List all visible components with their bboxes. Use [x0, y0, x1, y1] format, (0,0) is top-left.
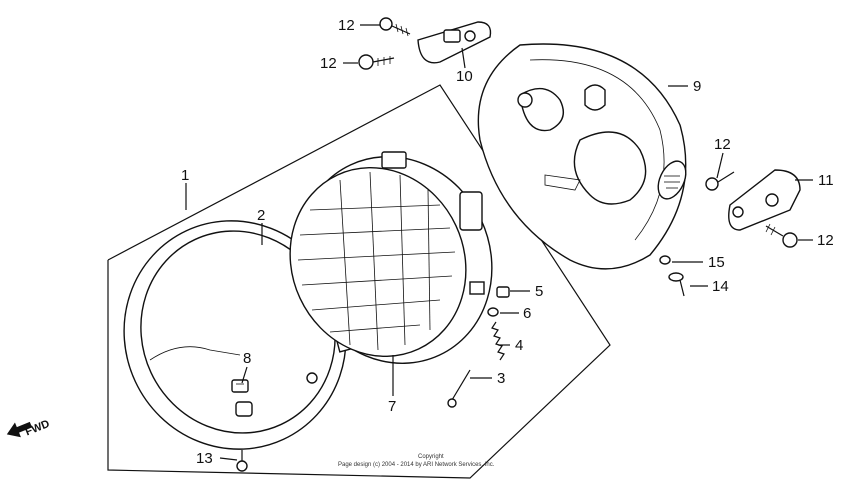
spring-4	[491, 321, 505, 361]
callout-3: 3	[497, 370, 505, 387]
callout-2: 2	[257, 207, 265, 224]
callout-6: 6	[523, 305, 531, 322]
callout-7: 7	[388, 398, 396, 415]
assembly-outline	[107, 84, 611, 479]
bracket-11	[728, 169, 801, 231]
headlight-case	[477, 43, 687, 270]
callout-14: 14	[712, 278, 729, 295]
callout-5: 5	[535, 283, 543, 300]
callout-12-d: 12	[817, 232, 834, 249]
bolt-12-d	[765, 223, 798, 248]
screw-3	[447, 369, 471, 408]
clip-part	[231, 379, 249, 393]
screw-13	[236, 450, 248, 472]
bracket-10	[417, 21, 492, 64]
callout-12-b: 12	[320, 55, 337, 72]
fwd-arrow	[6, 421, 33, 438]
callout-8: 8	[243, 350, 251, 367]
fwd-label: FWD	[24, 418, 52, 439]
bolt-12-a	[379, 17, 411, 37]
copyright-line-2: Page design (c) 2004 - 2014 by ARI Netwo…	[338, 462, 495, 468]
callout-12-a: 12	[338, 17, 355, 34]
callout-11: 11	[818, 172, 834, 189]
washer-6	[487, 307, 499, 317]
callout-4: 4	[515, 337, 523, 354]
callout-13: 13	[196, 450, 213, 467]
headlight-rim	[123, 220, 357, 450]
leader-lines	[185, 24, 813, 461]
washer-15	[659, 255, 671, 265]
bolt-12-c	[705, 171, 735, 191]
callout-9: 9	[693, 78, 701, 95]
nut-5	[496, 286, 510, 298]
callout-12-c: 12	[714, 136, 731, 153]
callout-1: 1	[181, 167, 189, 184]
sealed-beam-unit	[289, 151, 493, 364]
screw-14	[668, 272, 685, 297]
callout-10: 10	[456, 68, 473, 85]
callout-15: 15	[708, 254, 725, 271]
bolt-12-b	[358, 54, 395, 70]
copyright-line-1: Copyright	[418, 454, 444, 460]
